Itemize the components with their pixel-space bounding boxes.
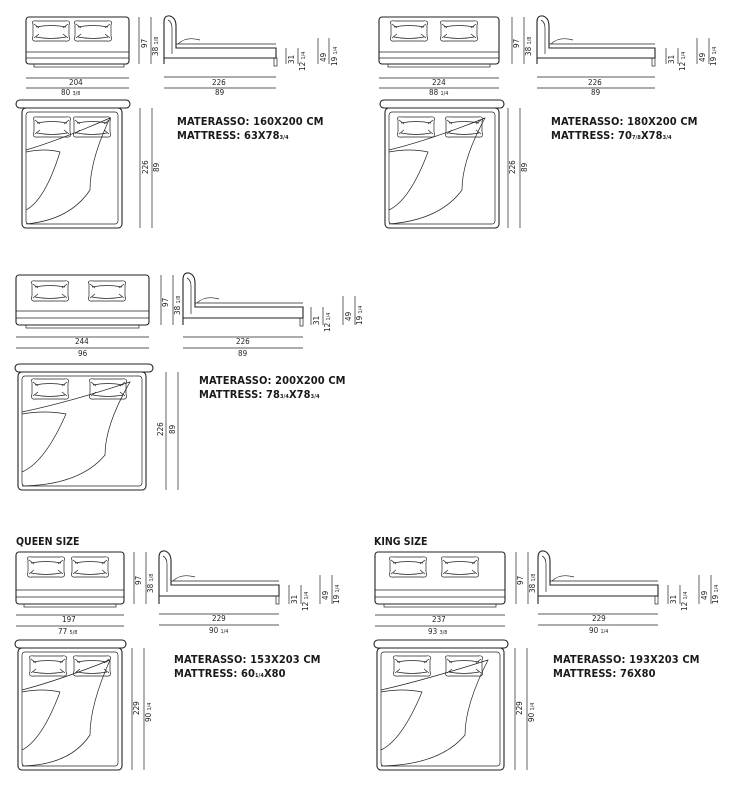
s160-width-cm: 204 (69, 78, 83, 87)
king-top-h-cm: 49 (700, 590, 709, 600)
s180-top-h-cm: 49 (698, 52, 707, 62)
s180-mattress-spec: MATERASSO: 180X200 CM MATTRESS: 707/8X78… (551, 115, 698, 142)
s180-height-cm: 97 (512, 38, 521, 48)
queen-width-in: 77 5/8 (58, 627, 78, 637)
s180-width-in: 88 1/4 (429, 88, 449, 98)
s160-height-in: 38 1/8 (151, 36, 160, 56)
king-height-in: 38 1/8 (528, 573, 537, 593)
queen-width-cm: 197 (62, 615, 76, 624)
queen-height-in: 38 1/8 (146, 573, 155, 593)
king-plan-len-in: 90 1/4 (527, 702, 536, 722)
king-length-in: 90 1/4 (589, 626, 609, 636)
section-200-drawings (14, 272, 356, 491)
king-top-h-in: 19 1/4 (711, 584, 720, 604)
s200-width-cm: 244 (75, 337, 89, 346)
s160-mattress-spec: MATERASSO: 160X200 CM MATTRESS: 63X783/4 (177, 115, 324, 142)
s180-length-in: 89 (591, 88, 601, 97)
s200-width-in: 96 (78, 349, 88, 358)
s180-plan-len-cm: 226 (508, 160, 517, 174)
s160-base-h-cm: 31 (287, 54, 296, 64)
section-king-drawings (373, 550, 712, 771)
s180-base-h-cm: 31 (667, 54, 676, 64)
s160-plan-len-cm: 226 (141, 160, 150, 174)
s180-base-h-in: 12 1/4 (678, 51, 687, 71)
king-length-cm: 229 (592, 614, 606, 623)
s200-top-h-cm: 49 (344, 311, 353, 321)
s160-width-in: 80 3/8 (61, 88, 81, 98)
queen-top-h-cm: 49 (321, 590, 330, 600)
s160-top-h-cm: 49 (319, 52, 328, 62)
king-size-label: KING SIZE (374, 536, 428, 548)
s200-base-h-cm: 31 (312, 315, 321, 325)
king-mattress-spec: MATERASSO: 193X203 CM MATTRESS: 76X80 (553, 653, 700, 680)
s180-height-in: 38 1/8 (524, 36, 533, 56)
s180-top-h-in: 19 1/4 (709, 46, 718, 66)
s200-height-cm: 97 (161, 297, 170, 307)
queen-length-cm: 229 (212, 614, 226, 623)
king-base-h-cm: 31 (669, 594, 678, 604)
s200-top-h-in: 19 1/4 (355, 305, 364, 325)
queen-plan-len-cm: 229 (132, 701, 141, 715)
s160-top-h-in: 19 1/4 (330, 46, 339, 66)
queen-height-cm: 97 (134, 575, 143, 585)
s180-width-cm: 224 (432, 78, 446, 87)
s200-mattress-spec: MATERASSO: 200X200 CM MATTRESS: 783/4X78… (199, 374, 346, 401)
s200-length-cm: 226 (236, 337, 250, 346)
s180-length-cm: 226 (588, 78, 602, 87)
s200-plan-len-cm: 226 (156, 422, 165, 436)
s160-base-h-in: 12 1/4 (298, 51, 307, 71)
s200-height-in: 38 1/8 (173, 295, 182, 315)
queen-top-h-in: 19 1/4 (332, 584, 341, 604)
section-queen-drawings (14, 550, 333, 771)
king-height-cm: 97 (516, 575, 525, 585)
queen-mattress-spec: MATERASSO: 153X203 CM MATTRESS: 601/4X80 (174, 653, 321, 680)
king-plan-len-cm: 229 (515, 701, 524, 715)
queen-base-h-cm: 31 (290, 594, 299, 604)
queen-plan-len-in: 90 1/4 (144, 702, 153, 722)
section-180-drawings (378, 15, 710, 229)
s200-base-h-in: 12 1/4 (323, 312, 332, 332)
s180-plan-len-in: 89 (520, 162, 529, 172)
king-width-in: 93 3/8 (428, 627, 448, 637)
king-base-h-in: 12 1/4 (680, 591, 689, 611)
section-160-drawings (15, 15, 330, 229)
s160-plan-len-in: 89 (152, 162, 161, 172)
s200-length-in: 89 (238, 349, 248, 358)
s200-plan-len-in: 89 (168, 424, 177, 434)
queen-base-h-in: 12 1/4 (301, 591, 310, 611)
queen-length-in: 90 1/4 (209, 626, 229, 636)
king-width-cm: 237 (432, 615, 446, 624)
queen-size-label: QUEEN SIZE (16, 536, 80, 548)
s160-height-cm: 97 (140, 38, 149, 48)
s160-length-in: 89 (215, 88, 225, 97)
s160-length-cm: 226 (212, 78, 226, 87)
